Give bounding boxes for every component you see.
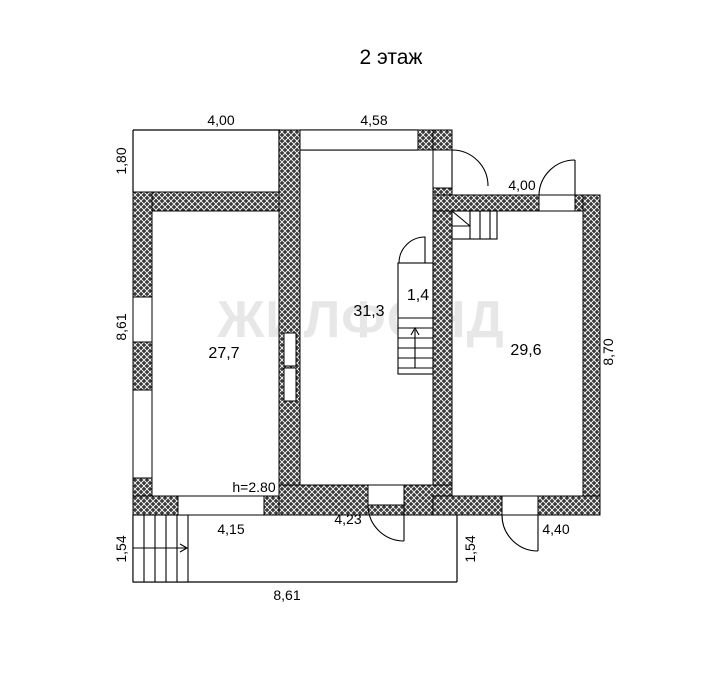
dim-top-left-width: 4,00 [207,112,234,128]
dim-porch-right-depth: 1,54 [462,535,478,562]
watermark-text: ЖИЛФОНД [216,291,504,349]
room-area-right: 29,6 [510,342,541,359]
ceiling-height-label: h=2.80 [232,479,275,495]
dim-porch-length: 8,61 [273,587,300,603]
floor-title: 2 этаж [360,46,423,69]
wall-openings [132,129,576,516]
dim-porch-left-depth: 1,54 [113,535,129,562]
dim-right-room-bottom: 4,40 [542,521,569,537]
room-area-middle: 31,3 [353,303,384,320]
dim-balcony-depth: 1,80 [113,147,129,174]
dim-left-room-depth: 8,61 [113,313,129,340]
corner-stair [451,210,498,240]
dim-left-room-bottom: 4,15 [217,521,244,537]
dim-right-room-width: 4,00 [508,177,535,193]
room-area-left: 27,7 [208,345,239,362]
dim-right-room-depth: 8,70 [600,338,616,365]
room-area-stair-closet: 1,4 [407,287,429,304]
dim-top-middle-width: 4,58 [360,112,387,128]
porch-steps [132,514,189,583]
interior-stair [397,262,434,375]
dim-middle-room-bottom: 4,23 [334,511,361,527]
